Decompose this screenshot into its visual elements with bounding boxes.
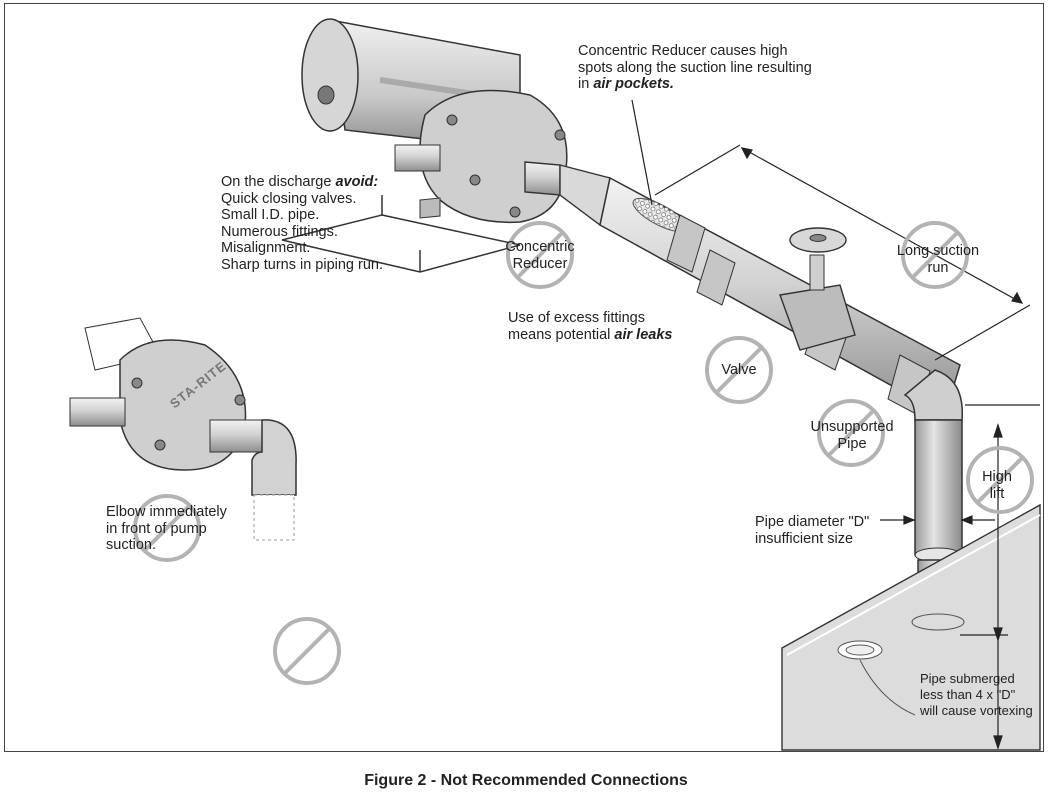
pump-base xyxy=(281,195,521,273)
pump-motor xyxy=(301,18,521,151)
valve-label: Valve xyxy=(721,362,757,378)
figure-frame xyxy=(4,3,1044,752)
pipe-diameter-note: Pipe diameter "D" insufficient size xyxy=(755,514,870,547)
reducer-note: Concentric Reducer causes high spots alo… xyxy=(578,43,812,92)
gate-valve xyxy=(779,227,856,351)
excess-fittings-note: Use of excess fittings means potential a… xyxy=(508,310,673,343)
elbow-note: Elbow immediately in front of pump sucti… xyxy=(106,504,227,553)
small-pump xyxy=(69,317,297,541)
unsupported-pipe-label: Unsupported Pipe xyxy=(810,419,894,452)
submerged-note: Pipe submerged less than 4 x "D" will ca… xyxy=(920,671,1033,718)
figure-caption: Figure 2 - Not Recommended Connections xyxy=(364,772,688,789)
dimension-lines xyxy=(631,99,1040,750)
discharge-avoid-note: On the discharge avoid: Quick closing va… xyxy=(221,174,384,273)
high-lift-label: High lift xyxy=(982,469,1012,502)
concentric-reducer-label: Concentric Reducer xyxy=(505,239,575,272)
long-suction-label: Long suction run xyxy=(896,243,980,276)
